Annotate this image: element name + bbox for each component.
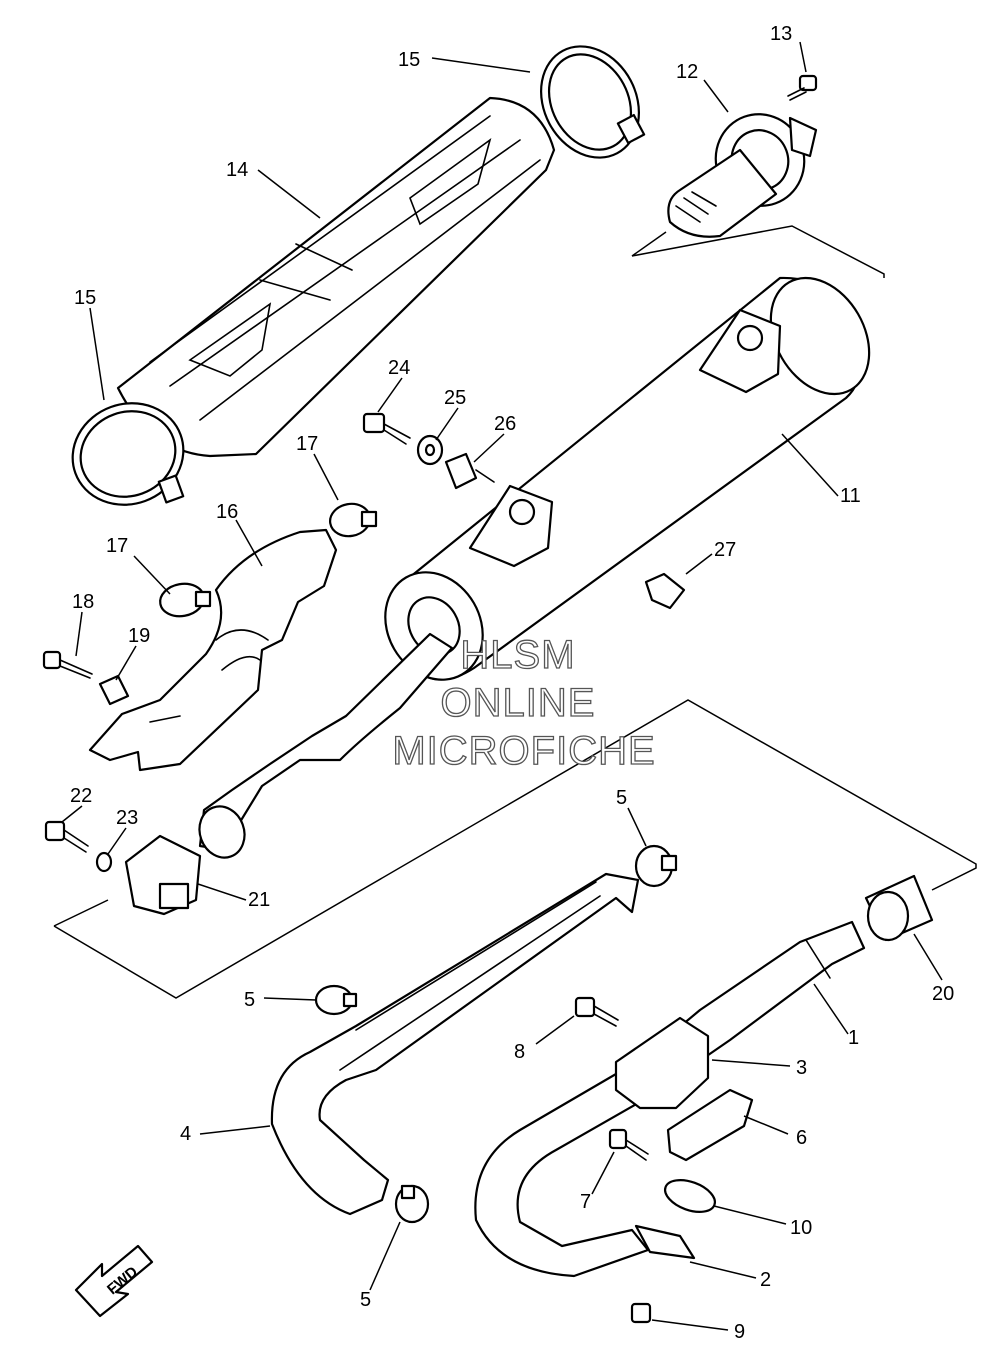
bolt-7: [608, 1128, 649, 1161]
washer-23: [95, 851, 113, 873]
callout-20: 20: [932, 983, 954, 1005]
callout-8: 8: [514, 1041, 525, 1063]
muffler-band-clamp-rear: [540, 45, 646, 159]
bolt-24: [362, 412, 411, 445]
callout-24: 24: [388, 357, 410, 379]
clamp-17-upper: [329, 502, 378, 538]
clamp-5-bottom: [394, 1184, 430, 1224]
assembly-outline-tip: [631, 231, 667, 257]
callout-17-lower: 17: [106, 535, 128, 557]
callout-13: 13: [770, 23, 792, 45]
collar-19: [98, 674, 130, 706]
callout-3: 3: [796, 1057, 807, 1079]
callout-12: 12: [676, 61, 698, 83]
collar-27: [644, 572, 686, 610]
callout-14: 14: [226, 159, 248, 181]
joint-clamp-21: [124, 834, 202, 916]
watermark-line-2: ONLINE: [441, 681, 596, 725]
exhaust-pipe-protector: [270, 872, 640, 1216]
tip-screw: [787, 74, 818, 101]
callout-9: 9: [734, 1321, 745, 1343]
leader-lines: [61, 41, 943, 1331]
callout-15-top: 15: [398, 49, 420, 71]
callout-labels: 15 13 12 14 15 24 25 26 17 11 16 17 27 1…: [70, 23, 954, 1343]
exhaust-connector-pipe: [88, 528, 338, 772]
callout-1: 1: [848, 1027, 859, 1049]
callout-2: 2: [760, 1269, 771, 1291]
flange-2: [634, 1224, 696, 1260]
callout-11: 11: [840, 485, 861, 507]
muffler-body: [384, 276, 871, 681]
gasket-20: [864, 874, 934, 942]
washer-25: [416, 434, 444, 466]
clamp-17-lower: [159, 582, 212, 618]
callout-27: 27: [714, 539, 736, 561]
muffler-heat-protector: [116, 96, 556, 458]
callout-10: 10: [790, 1217, 812, 1239]
bolt-8: [574, 996, 619, 1027]
callout-5-left: 5: [244, 989, 255, 1011]
pipe-bracket-3: [614, 1016, 710, 1110]
watermark-line-3: MICROFICHE: [392, 729, 655, 773]
callout-21: 21: [248, 889, 270, 911]
callout-26: 26: [494, 413, 516, 435]
muffler-band-clamp-front: [71, 402, 185, 506]
callout-17-upper: 17: [296, 433, 318, 455]
nut-9: [630, 1302, 652, 1324]
callout-5-bottom: 5: [360, 1289, 371, 1311]
watermark: HLSM ONLINE MICROFICHE: [392, 632, 656, 773]
callout-25: 25: [444, 387, 466, 409]
spark-arrester-tip: [667, 113, 818, 238]
callout-6: 6: [796, 1127, 807, 1149]
bolt-22: [44, 820, 89, 853]
callout-22: 22: [70, 785, 92, 807]
clamp-plate-6: [666, 1088, 754, 1162]
exhaust-mid-pipe: [198, 632, 454, 859]
callout-7: 7: [580, 1191, 591, 1213]
callout-23: 23: [116, 807, 138, 829]
exhaust-pipe-1: [474, 920, 866, 1278]
callout-5-right: 5: [616, 787, 627, 809]
callout-19: 19: [128, 625, 150, 647]
clamp-5-right: [634, 844, 678, 888]
callout-18: 18: [72, 591, 94, 613]
grommet-26: [444, 452, 495, 490]
bolt-18: [42, 650, 93, 679]
assembly-outline-muffler: [53, 225, 977, 999]
callout-4: 4: [180, 1123, 191, 1145]
callout-16: 16: [216, 501, 238, 523]
clamp-5-left: [314, 984, 358, 1016]
callout-15-left: 15: [74, 287, 96, 309]
forward-direction-arrow: FWD: [74, 1244, 154, 1318]
gasket-10: [664, 1179, 716, 1213]
watermark-line-1: HLSM: [460, 633, 575, 677]
